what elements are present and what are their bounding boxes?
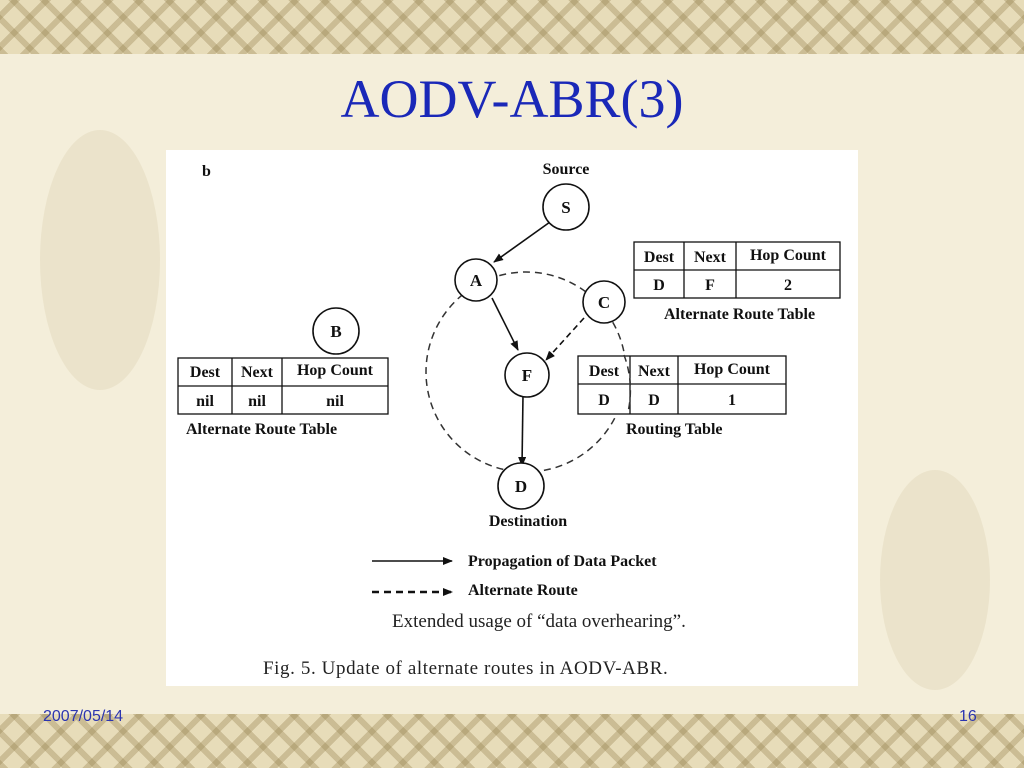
footer-date: 2007/05/14 (43, 708, 124, 725)
panel-label: b (202, 163, 211, 180)
figure-note: Extended usage of “data overhearing”. (392, 611, 686, 632)
table-cell-next: nil (248, 393, 266, 410)
diagram-figure: b Source S A B C F D (166, 150, 858, 686)
edge-f-to-d (518, 394, 527, 467)
node-s-label: S (561, 198, 570, 217)
table-header-dest: Dest (589, 363, 620, 380)
legend-dashed-label: Alternate Route (468, 582, 578, 599)
table-caption: Alternate Route Table (186, 421, 337, 438)
node-a: A (454, 258, 498, 302)
node-c-alternate-route-table: Dest Next Hop Count D F 2 Alternate Rout… (633, 241, 841, 323)
footer-page-number: 16 (959, 708, 977, 725)
source-label: Source (543, 161, 590, 178)
edge-a-to-f (491, 297, 519, 351)
node-f-routing-table: Dest Next Hop Count D D 1 Routing Table (577, 355, 787, 438)
table-caption: Alternate Route Table (664, 306, 815, 323)
legend: Propagation of Data Packet Alternate Rou… (372, 553, 657, 599)
node-c: C (582, 280, 626, 324)
node-f: F (504, 352, 550, 398)
table-header-dest: Dest (190, 364, 221, 381)
table-cell-hop-count: 1 (728, 392, 736, 409)
network-diagram: b Source S A B C F D (177, 161, 841, 679)
node-c-label: C (598, 293, 610, 312)
node-b-alternate-route-table: Dest Next Hop Count nil nil nil Alternat… (177, 357, 389, 438)
table-cell-dest: D (653, 277, 665, 294)
node-d: D (497, 462, 545, 510)
legend-solid-label: Propagation of Data Packet (468, 553, 657, 570)
background-plant-mark (880, 470, 990, 690)
table-header-dest: Dest (644, 249, 675, 266)
table-header-hop-count: Hop Count (694, 361, 771, 378)
table-header-hop-count: Hop Count (750, 247, 827, 264)
node-b-label: B (330, 322, 341, 341)
table-cell-next: D (648, 392, 660, 409)
destination-label: Destination (489, 513, 567, 530)
table-cell-dest: D (598, 392, 610, 409)
table-header-next: Next (638, 363, 671, 380)
node-s: S (542, 183, 590, 231)
node-b: B (312, 307, 360, 355)
table-cell-next: F (705, 277, 715, 294)
slide-title: AODV-ABR(3) (340, 69, 684, 129)
node-d-label: D (515, 477, 527, 496)
table-cell-dest: nil (196, 393, 214, 410)
table-cell-hop-count: 2 (784, 277, 792, 294)
figure-caption: Fig. 5. Update of alternate routes in AO… (263, 658, 668, 679)
bottom-decorative-border (0, 714, 1024, 768)
table-cell-hop-count: nil (326, 393, 344, 410)
edge-c-to-f-alternate (545, 317, 585, 361)
table-header-hop-count: Hop Count (297, 362, 374, 379)
node-a-label: A (470, 271, 483, 290)
overhearing-range-overlay (623, 354, 632, 413)
top-decorative-border (0, 0, 1024, 54)
node-f-label: F (522, 366, 532, 385)
table-header-next: Next (694, 249, 727, 266)
edge-s-to-a (493, 221, 551, 263)
table-header-next: Next (241, 364, 274, 381)
background-brush-mark (40, 130, 160, 390)
table-caption: Routing Table (626, 421, 722, 438)
